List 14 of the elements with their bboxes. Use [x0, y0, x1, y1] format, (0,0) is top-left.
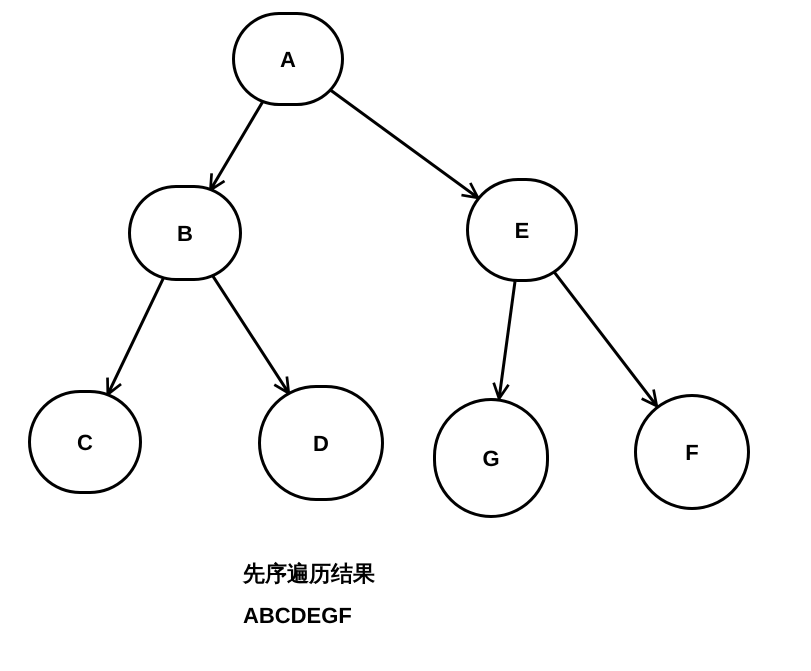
arrow: [211, 274, 290, 395]
node-label: D: [313, 430, 329, 458]
arrow: [329, 88, 480, 200]
node-label: A: [280, 46, 296, 74]
result-text: 先序遍历结果: [243, 560, 375, 588]
node-label: C: [77, 428, 93, 456]
arrow: [209, 100, 264, 192]
node-label: B: [177, 220, 193, 248]
node-label: G: [482, 444, 500, 472]
node-label: E: [514, 216, 530, 244]
arrow: [553, 271, 658, 408]
node-label: F: [685, 438, 699, 466]
arrow: [492, 281, 516, 400]
result-text: ABCDEGF: [243, 602, 353, 630]
